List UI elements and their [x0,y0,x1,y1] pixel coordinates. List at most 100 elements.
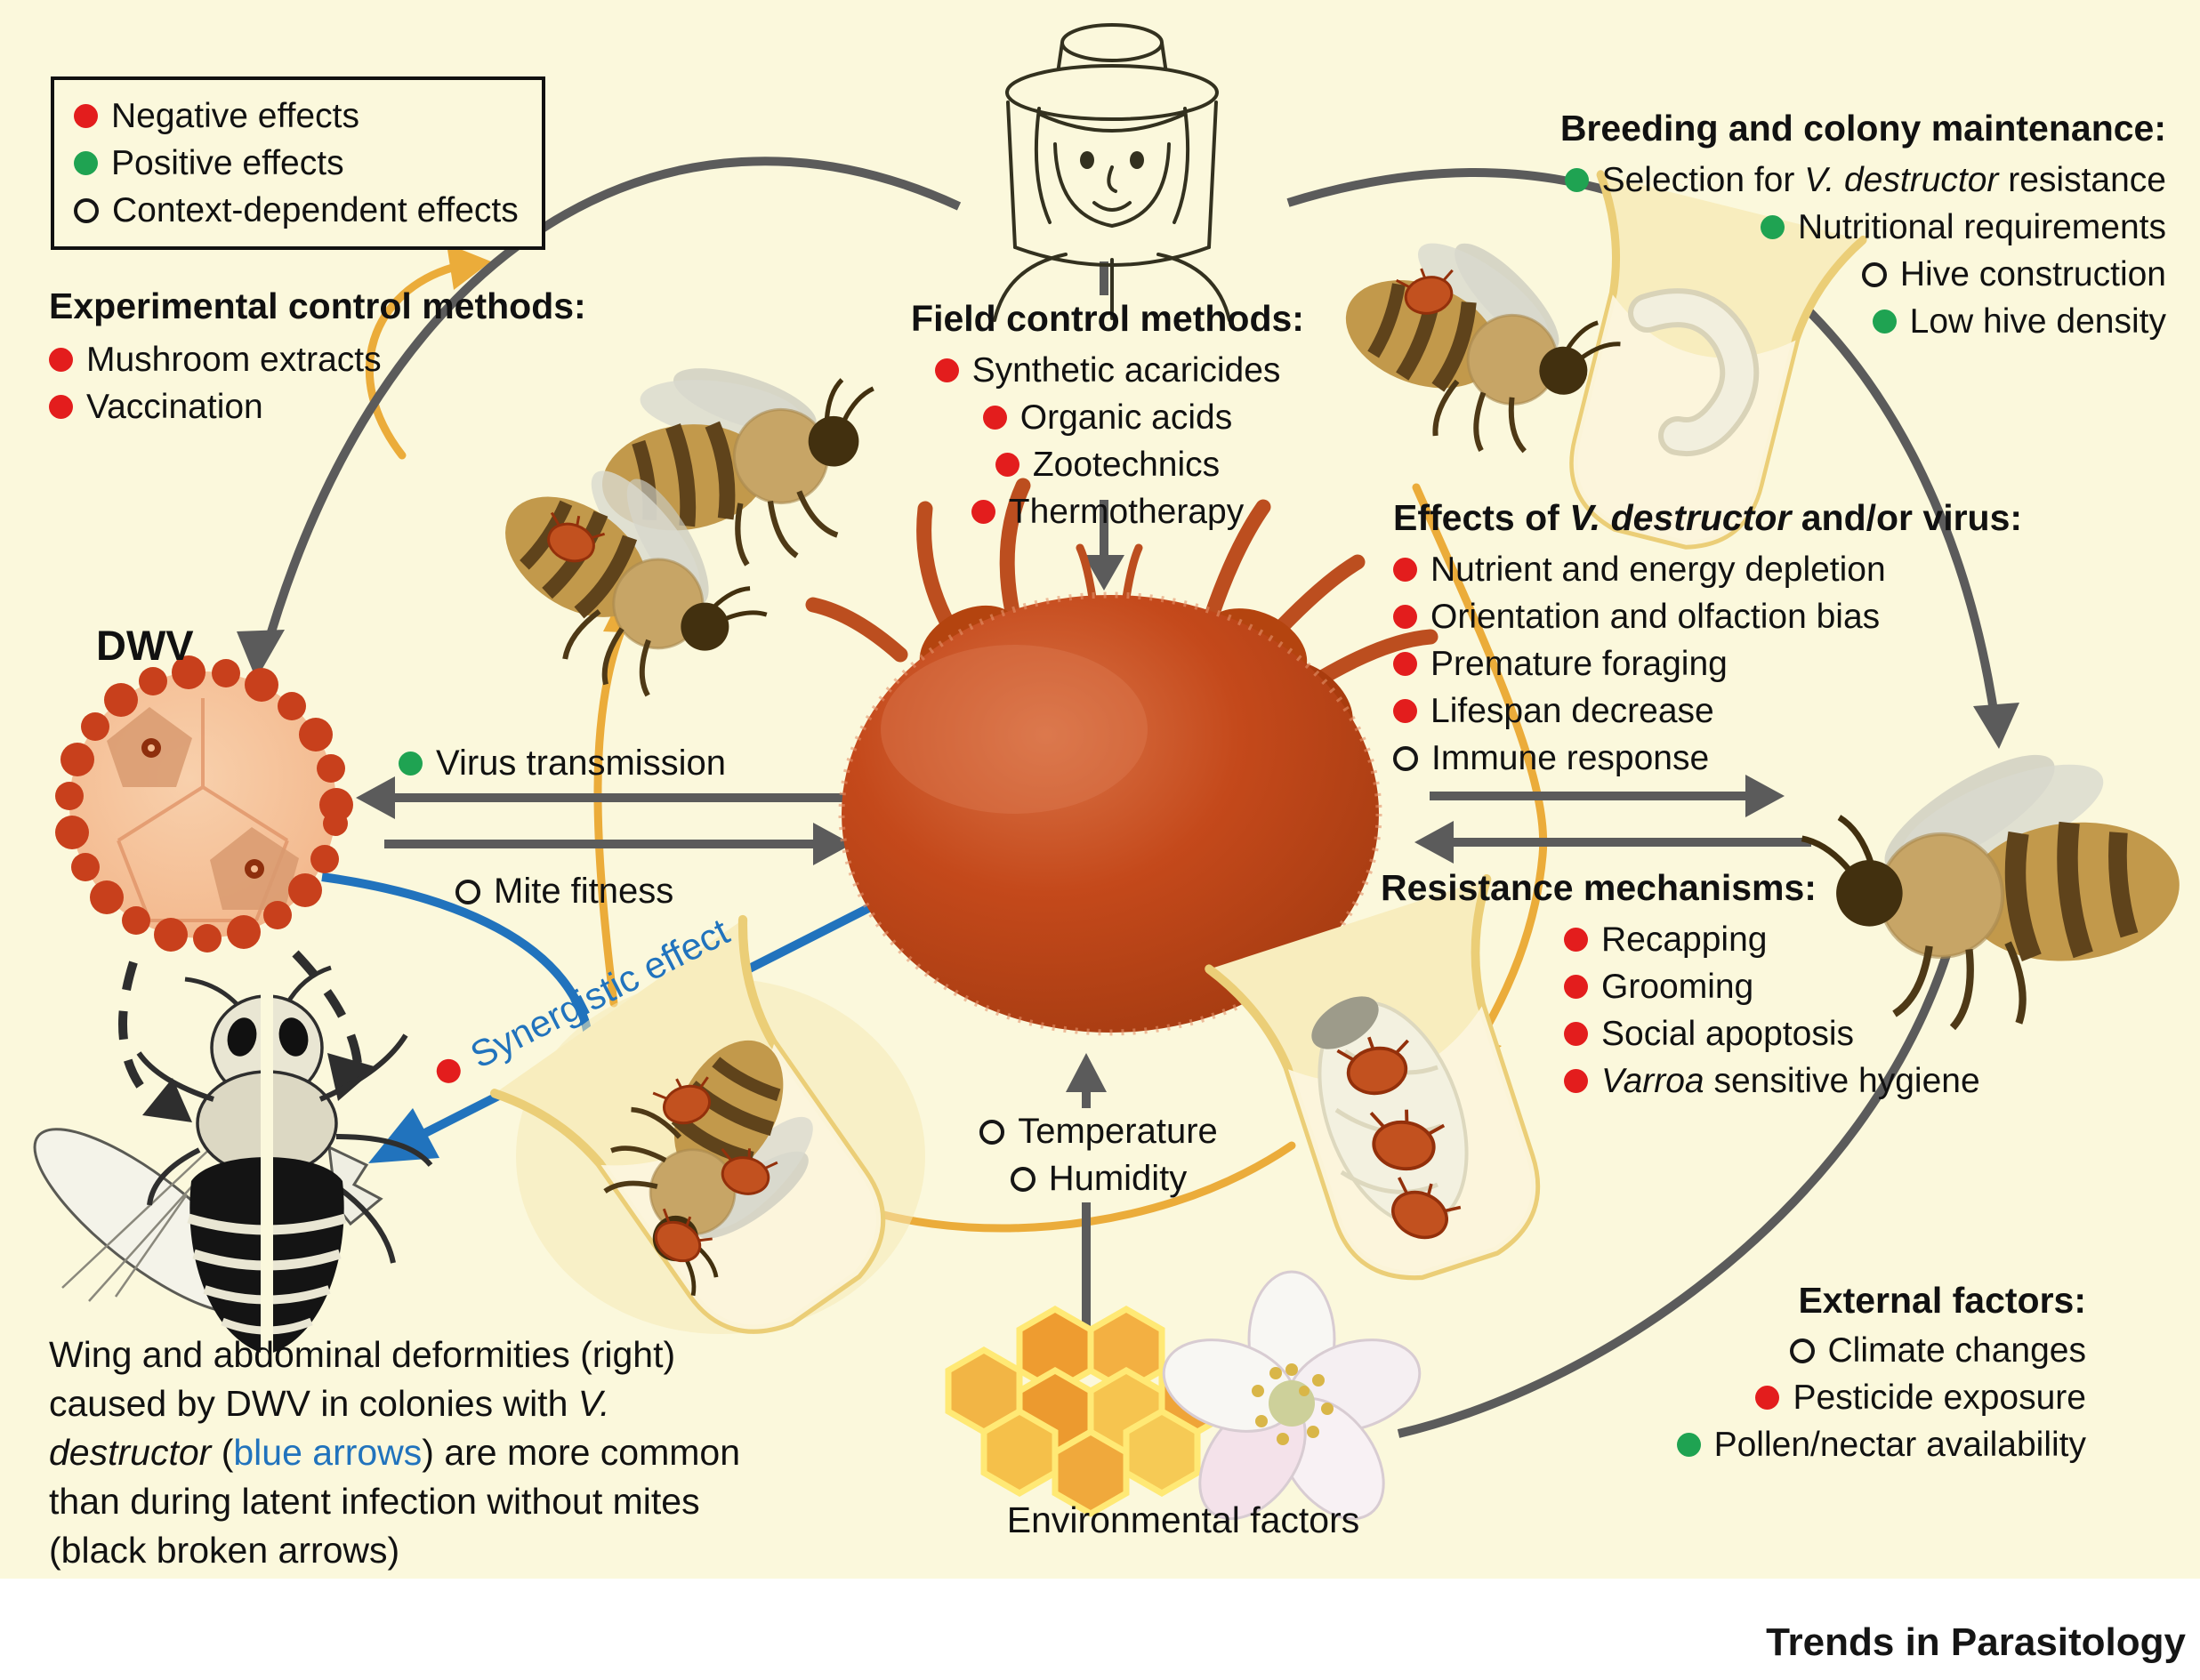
bullet-icon [1010,1166,1036,1192]
item-label: Synthetic acaricides [971,351,1281,390]
negative-bullet-icon [74,104,98,128]
list-item: Organic acids [982,394,1233,441]
bullet-icon [971,500,995,524]
section-title: Experimental control methods: [49,285,586,326]
bullet-icon [1393,699,1417,723]
list-item: Hive construction [1861,251,2166,298]
legend-box: Negative effects Positive effects Contex… [51,76,545,250]
bullet-icon [979,1119,1005,1145]
item-label: Climate changes [1827,1331,2086,1370]
list-item: Premature foraging [1393,640,2022,687]
list-item: Lifespan decrease [1393,687,2022,735]
item-label: Pollen/nectar availability [1713,1426,2086,1464]
journal-logo: Trends in Parasitology [1766,1620,2186,1664]
list-item: Recapping [1564,916,1980,963]
beekeeper-illustration [993,23,1231,322]
list-item: Varroa sensitive hygiene [1564,1057,1980,1105]
deformed-bee-illustration [33,965,433,1361]
legend-label: Positive effects [111,144,344,182]
item-label: Varroa sensitive hygiene [1601,1062,1980,1100]
section-title: Field control methods: [911,298,1304,339]
bullet-icon [1861,261,1887,287]
bullet-icon [1755,1386,1780,1410]
item-label: Humidity [1048,1159,1188,1198]
bullet-icon [1564,975,1588,999]
resistance-title: Resistance mechanisms: [1381,867,1817,908]
legend-label: Negative effects [111,97,359,135]
item-label: Social apoptosis [1601,1015,1855,1053]
list-item: Grooming [1564,963,1980,1010]
bullet-icon [431,1054,465,1088]
bullet-icon [49,348,73,372]
item-label: Grooming [1601,968,1754,1006]
item-label: Low hive density [1909,302,2166,341]
list-item: Pesticide exposure [1755,1374,2086,1421]
item-label: Lifespan decrease [1430,692,1714,730]
bullet-icon [1564,928,1588,952]
item-label: Mushroom extracts [86,341,382,379]
bullet-icon [1564,1069,1588,1093]
bullet-icon [455,879,480,904]
experimental-control-block: Experimental control methods: Mushroom e… [49,283,586,430]
bullet-icon [1676,1433,1701,1457]
field-control-block: Field control methods: Synthetic acarici… [827,295,1388,535]
flower-illustration [1162,1270,1422,1521]
bullet-icon [1872,309,1897,334]
list-item: Low hive density [1872,298,2166,345]
bullet-icon [1760,215,1785,239]
item-label: Recapping [1601,920,1768,959]
resistance-block: Recapping Grooming Social apoptosis Varr… [1564,916,1980,1105]
list-item: Climate changes [1789,1327,2086,1374]
list-item: Pollen/nectar availability [1676,1421,2086,1468]
list-item: Nutritional requirements [1760,204,2166,251]
positive-bullet-icon [74,151,98,175]
list-item: Nutrient and energy depletion [1393,546,2022,593]
bullet-icon [1393,745,1418,771]
capped-brood-cell-illustration [1209,879,1597,1308]
bullet-icon [1564,1022,1588,1046]
humidity-label: Humidity [1010,1155,1188,1202]
bullet-icon [934,358,959,382]
figure-caption: Wing and abdominal deformities (right) c… [49,1334,741,1571]
section-title: Effects of V. destructor and/or virus: [1393,497,2023,538]
bullet-icon [49,395,73,419]
item-label: Vaccination [86,388,263,426]
list-item: Synthetic acaricides [934,347,1281,394]
bee-entering-cell-illustration [1317,174,1863,568]
lifecycle-yellow-arrows [366,262,1548,1233]
environmental-factors-label: Environmental factors [1006,1499,1360,1540]
bullet-icon [1564,168,1589,192]
list-item: Vaccination [49,383,586,430]
item-label: Selection for V. destructor resistance [1601,161,2166,199]
item-label: Thermotherapy [1008,493,1245,531]
list-item: Zootechnics [995,441,1220,488]
blue-arrows-reference: blue arrows [233,1432,423,1473]
virus-transmission-label: Virus transmission [399,740,726,787]
context-bullet-icon [74,197,99,223]
item-label: Nutrient and energy depletion [1430,551,1886,589]
bullet-icon [982,406,1007,430]
item-label: Orientation and olfaction bias [1430,598,1881,636]
bullet-icon [1393,558,1417,582]
item-label: Nutritional requirements [1797,208,2166,246]
bullet-icon [399,752,423,776]
item-label: Mite fitness [494,872,674,911]
dwv-label: DWV [96,622,194,669]
infested-bee-in-cell-illustration [495,920,947,1386]
item-label: Virus transmission [436,744,727,783]
mite-fitness-label: Mite fitness [455,868,673,915]
bullet-icon [1393,605,1417,629]
list-item: Social apoptosis [1564,1010,1980,1057]
varroa-mite-illustration [805,478,1438,1036]
bullet-icon [995,453,1019,477]
item-label: Pesticide exposure [1793,1379,2086,1417]
external-factors-block: External factors: Climate changes Pestic… [1676,1277,2086,1468]
legend-item: Negative effects [74,92,519,140]
list-item: Orientation and olfaction bias [1393,593,2022,640]
item-label: Zootechnics [1032,446,1221,484]
item-label: Organic acids [1019,398,1233,437]
list-item: Selection for V. destructor resistance [1564,157,2166,204]
item-label: Temperature [1018,1112,1218,1151]
effects-block: Effects of V. destructor and/or virus: N… [1393,494,2022,782]
